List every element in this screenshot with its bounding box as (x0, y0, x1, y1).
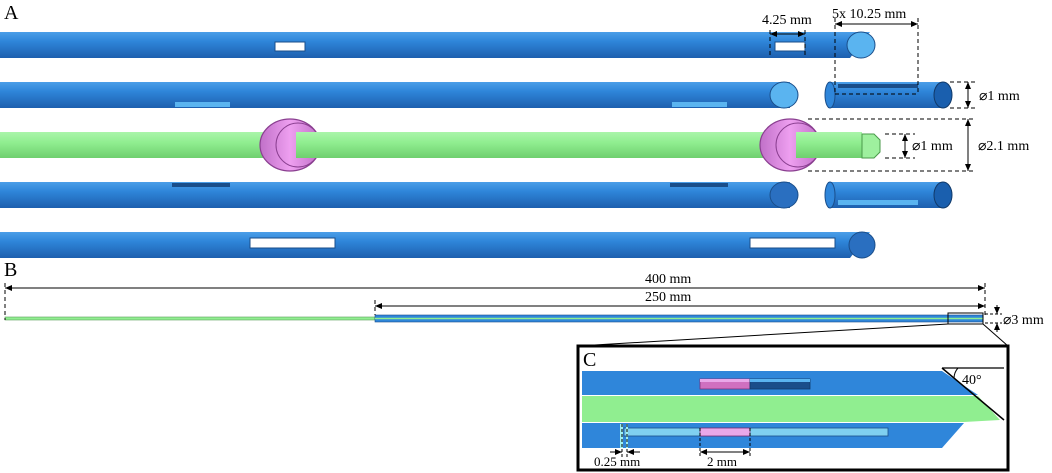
label-slot-length: 5x 10.25 mm (832, 7, 906, 22)
label-slot-spacing: 4.25 mm (762, 13, 812, 28)
rod-proximal (4, 316, 376, 321)
dim-slot-length: 5x 10.25 mm (832, 7, 919, 95)
label-needle-length: 250 mm (645, 290, 691, 305)
slot-4a (249, 237, 336, 249)
slot-1b (774, 41, 806, 52)
panel-label-c: C (583, 349, 596, 371)
label-window-length: 2 mm (707, 454, 737, 469)
full-device (4, 312, 984, 325)
tube-4 (0, 231, 876, 259)
label-gap: 0.25 mm (594, 454, 640, 469)
label-bevel-angle: 40° (962, 373, 982, 388)
zoom-connector-right (982, 323, 1009, 347)
slot-1a (274, 41, 306, 52)
label-rod-diameter: ⌀1 mm (912, 139, 953, 154)
slot-4b (749, 237, 836, 249)
tube-1 (0, 31, 876, 59)
dim-inner-diameter: ⌀1 mm (950, 81, 1020, 109)
dim-rod-diameter: ⌀1 mm (885, 133, 953, 159)
dim-needle-length: 250 mm (374, 290, 985, 315)
label-outer-diameter: ⌀2.1 mm (978, 139, 1029, 154)
label-total-length: 400 mm (645, 272, 691, 287)
green-rod (0, 132, 881, 159)
zoom-connector-left (577, 323, 949, 347)
tube-3 (0, 181, 953, 209)
dim-outer-diameter: ⌀2.1 mm (808, 118, 1029, 172)
dim-needle-diameter: ⌀3 mm (985, 305, 1044, 332)
label-needle-diameter: ⌀3 mm (1003, 313, 1044, 328)
panel-label-a: A (4, 2, 19, 24)
dim-slot-spacing: 4.25 mm (762, 13, 812, 56)
detail-panel-c: C 40° 0.25 mm 2 mm (576, 344, 1010, 472)
zoom-box (947, 312, 984, 325)
ring-left (259, 118, 326, 172)
ring-right (759, 118, 826, 172)
dim-total-length: 400 mm (4, 272, 986, 320)
tube-2 (0, 81, 953, 109)
label-inner-diameter: ⌀1 mm (979, 89, 1020, 104)
panel-label-b: B (4, 259, 17, 281)
